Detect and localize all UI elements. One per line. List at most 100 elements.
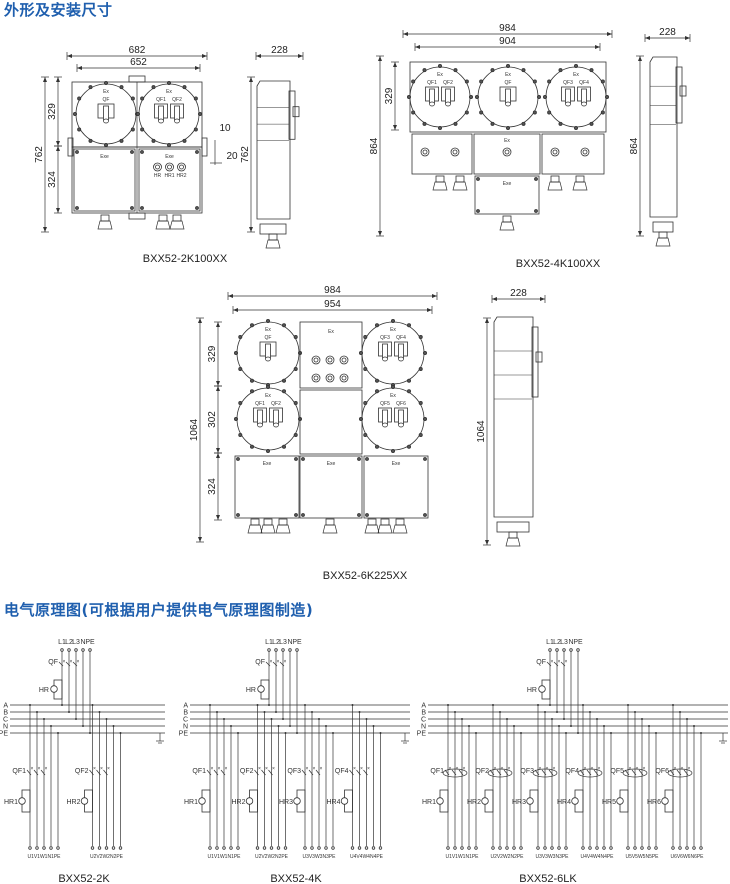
bolt [301,513,305,517]
bolt [390,448,395,453]
output-terminal [498,846,502,850]
input-terminal [274,648,278,652]
bolt [238,366,243,371]
bolt [281,378,286,383]
breaker-label: QF6 [396,401,406,407]
output-terminal [692,846,696,850]
exe-box-right [541,133,605,175]
model-caption: BXX52-2K100XX [143,253,228,265]
bus-label: A [183,703,188,710]
cable-gland-nut [364,524,380,534]
bus-label: PE [0,731,8,738]
bolt [479,110,484,115]
input-label: L2 [65,639,73,646]
bus-label: C [421,717,426,724]
breaker-mark: × [320,766,323,772]
leakage-sensor [442,768,468,778]
bolt [418,432,423,437]
indicator-lamp [580,147,590,157]
bolt [238,432,243,437]
bolt [151,138,156,143]
breaker-lever [382,409,388,425]
breaker-contact [349,769,354,776]
cable-gland [172,214,182,222]
main-breaker-label: QF [536,659,546,666]
bolt [140,96,145,101]
output-terminal [609,846,613,850]
input-terminal [67,648,71,652]
breaker-mark: × [558,659,561,665]
breaker-contact [261,769,266,776]
bus-label: B [3,710,8,717]
dim-height-mid: 302 [207,411,218,428]
bus-label: B [183,710,188,717]
breaker-lever [265,343,271,359]
side-gland [496,521,530,533]
output-terminal [536,846,540,850]
bolt [406,378,411,383]
bolt [193,96,198,101]
dim-height-total: 1064 [189,418,200,441]
output-terminal [49,846,53,850]
breaker-contact [89,769,94,776]
branch-indicator-lamp [245,797,254,805]
breaker-contact [220,769,226,776]
junction [61,704,63,706]
cable-gland [658,231,668,239]
bolt [418,400,423,405]
main-breaker-label: QF [255,659,265,666]
ex-label: Ex [328,329,334,335]
breaker-contact [268,769,273,776]
mount-bracket-right [201,137,208,157]
dim-height-top: 329 [207,345,218,362]
bolt [363,334,368,339]
branch-output-label: U4V4W4N4PE [580,854,614,860]
bolt [363,366,368,371]
breaker-contact [356,769,361,776]
output-terminal [671,846,675,850]
cable-gland-nut [499,221,515,231]
output-terminal [90,846,95,850]
branch-breaker-label: QF1 [192,768,206,775]
dim-height-top: 329 [384,87,395,104]
bus-label: C [3,717,8,724]
breaker-contact [683,769,689,776]
breaker-contact [548,769,554,776]
bolt [365,457,369,461]
output-terminal [331,846,335,850]
branch-breaker-label: QF4 [335,768,349,775]
output-terminal [557,846,561,850]
dim-width-outer: 984 [499,23,516,34]
bolt [88,138,93,143]
breaker-contact [33,769,39,776]
main-indicator-lamp [257,685,265,693]
breaker-label: QF1 [427,80,437,86]
cable-gland-nut [247,524,263,534]
branch-indicator-lamp [481,797,489,805]
main-breaker-label: QF [48,659,58,666]
bolt [77,96,82,101]
lamp-lens [452,149,458,155]
breaker-contact [58,661,64,667]
breaker-mark: × [463,766,466,772]
lamp-label: HR [154,173,162,179]
bolt [265,448,270,453]
increased-safety-enclosure [234,455,300,519]
cable-gland [100,214,110,222]
branch-lamp-label: HR4 [326,799,340,806]
bolt [130,206,134,210]
lever-knob [505,101,511,107]
lever-knob [257,422,263,428]
bolt [406,389,411,394]
bolt [411,79,416,84]
bolt [233,350,238,355]
input-terminal [74,648,78,652]
breaker-lever [382,343,388,359]
lamp-lens [504,149,510,155]
cable-gland-nut [572,181,588,191]
side-flange [675,66,683,124]
breaker-contact [560,661,566,667]
cable-gland-nut [169,220,185,230]
dim-height-bottom: 324 [47,171,58,188]
